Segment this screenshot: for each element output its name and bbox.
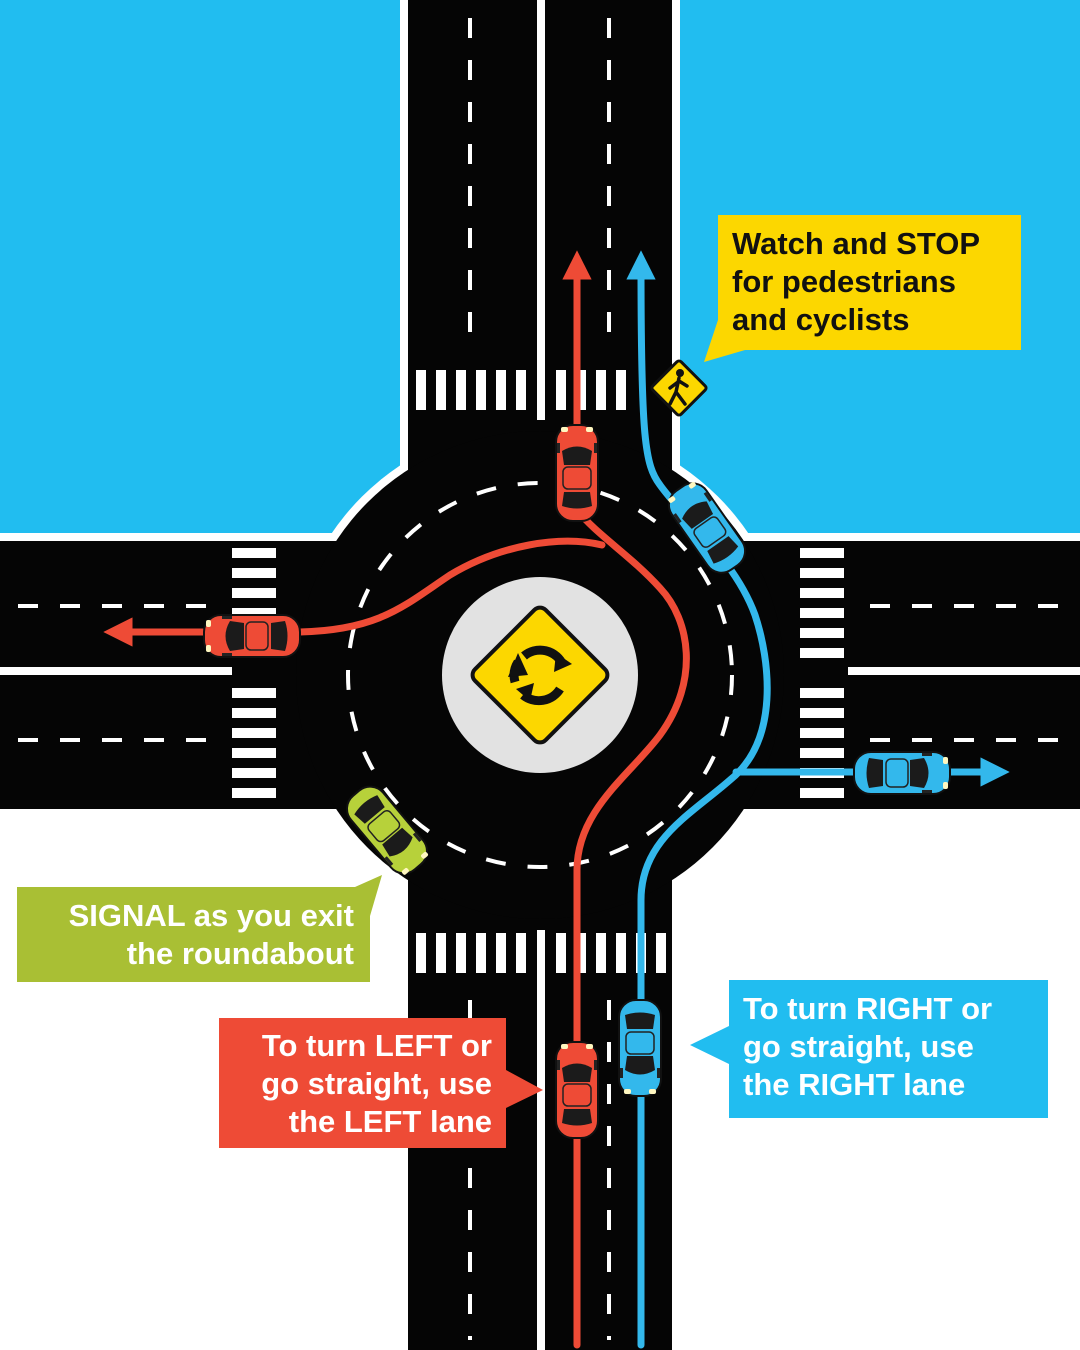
stop-for-pedestrians-callout: Watch and STOP for pedestrians and cycli…: [718, 215, 1021, 350]
callout-line: To turn LEFT or: [261, 1028, 492, 1063]
callout-line: To turn RIGHT or: [743, 991, 993, 1026]
car-red-south: [555, 1041, 599, 1139]
left-lane-paths: [103, 250, 690, 1349]
signal-on-exit-callout: SIGNAL as you exit the roundabout: [17, 887, 370, 982]
callout-line: the RIGHT lane: [743, 1067, 966, 1102]
crosswalks: [232, 370, 844, 973]
car-blue-east: [853, 751, 951, 795]
car-blue-south: [618, 999, 662, 1097]
callout-bubbles: [17, 215, 1048, 1148]
callout-line: go straight, use: [743, 1029, 974, 1064]
callout-line: for pedestrians: [732, 264, 956, 299]
roundabout-warning-sign-icon: [470, 605, 610, 745]
callout-line: Watch and STOP: [732, 226, 981, 261]
callout-line: and cyclists: [732, 302, 910, 337]
callout-line: the roundabout: [126, 936, 354, 971]
pedestrian-crossing-sign-icon: [650, 359, 708, 417]
callout-line: SIGNAL as you exit: [68, 898, 354, 933]
car-red-west: [203, 614, 301, 658]
lane-dashes: [18, 18, 1060, 1340]
callout-line: go straight, use: [261, 1066, 492, 1101]
callout-line: the LEFT lane: [288, 1104, 492, 1139]
right-lane-callout: To turn RIGHT or go straight, use the RI…: [729, 980, 1048, 1118]
car-red-north: [555, 424, 599, 522]
left-lane-callout: To turn LEFT or go straight, use the LEF…: [219, 1018, 506, 1148]
